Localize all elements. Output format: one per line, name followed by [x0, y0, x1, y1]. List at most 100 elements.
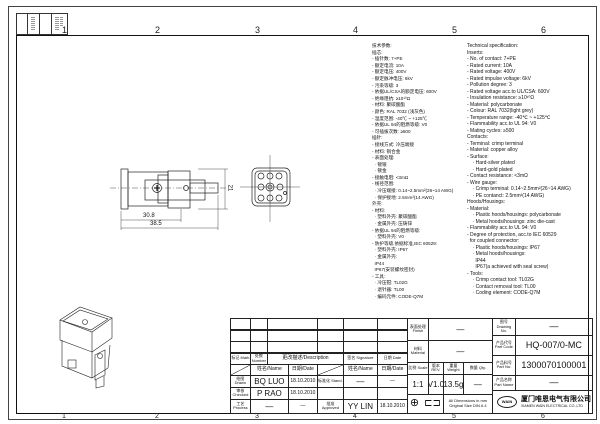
- spec-line: - Mating cycles: ≥500: [467, 127, 515, 134]
- zone-number-top: 4: [353, 25, 359, 35]
- spec-line: · Hard-gold plated: [467, 166, 513, 173]
- spec-line: - 绝缘阻抗: ≥10¹⁰Ω: [372, 95, 411, 101]
- spec-line: - Material: polycarbonate: [467, 101, 523, 108]
- zone-number-bottom: 5: [452, 413, 456, 420]
- dimension-note-line-1: All Dimensions in mm: [448, 398, 488, 404]
- qty-label: 数量 Qty.: [463, 362, 493, 375]
- spec-line: - 接线方式: 冷压端接: [372, 141, 415, 147]
- spec-line: - No. of contact: 7+PE: [467, 56, 517, 62]
- finish-value: —: [428, 318, 493, 341]
- part-no-label: 产品料号 Part No.: [492, 355, 516, 376]
- spec-line: - Pollution degree: 3: [467, 82, 512, 88]
- drawn-date: 18.10.2010: [288, 375, 318, 388]
- approved-date: 18.10.2010: [377, 399, 408, 414]
- drawn-label: 绘图 Drawn: [230, 375, 251, 388]
- checked-label: 审核 Checked: [230, 387, 251, 400]
- spec-line: IP67(a achieved with seal screw): [467, 264, 549, 270]
- mark-header: 标记 Mark: [230, 352, 251, 365]
- spec-line: - 材料: 聚碳酸酯: [372, 102, 405, 108]
- process-name: —: [250, 399, 289, 414]
- qty-value: —: [463, 374, 493, 395]
- spec-line: · 编码元件: CODE-Q7M: [372, 293, 424, 299]
- cone-projection-icon: ⊏⊐: [424, 398, 441, 410]
- spec-line: · 退针器: TL00: [372, 286, 405, 292]
- spec-line: · Hard-silver plated: [467, 160, 515, 166]
- company-name-en: XIAMEN WAIN ELECTRICAL CO.,LTD: [521, 403, 583, 408]
- spec-line: - 接触电阻: <3mΩ: [372, 174, 409, 180]
- approved-name: YY LIN: [343, 399, 378, 414]
- stand-date: —: [377, 375, 408, 388]
- blank-cell: [267, 329, 318, 342]
- blank-cell: [343, 341, 378, 354]
- spec-line: Hoods/Housings:: [467, 199, 506, 205]
- blank-cell: [343, 329, 378, 342]
- blank-cell: [230, 318, 251, 331]
- signature-header: 签名 Signature: [343, 352, 378, 365]
- spec-line: - Wire gauge:: [467, 179, 498, 186]
- first-angle-projection-icon: ⊕: [409, 397, 420, 410]
- spec-line: - Insulation resistance: ≥10¹⁰Ω: [467, 95, 535, 101]
- rev-label: 版本 REV.: [428, 362, 444, 375]
- drawing-no-label: 图号 Drawing No.: [492, 318, 516, 336]
- material-label: 材料 Material: [407, 340, 429, 363]
- blank-cell: [267, 341, 318, 354]
- projection-symbols: ⊕ ⊏⊐: [407, 394, 444, 414]
- part-name-value: —: [515, 375, 593, 391]
- blank-cell: [377, 318, 408, 331]
- spec-line: 插芯:: [372, 49, 383, 55]
- spec-line: · 镀金: [372, 168, 387, 174]
- spec-line: - 材料: 铜合金: [372, 148, 401, 154]
- spec-english: Technical specification:Inserts:- No. of…: [467, 43, 571, 297]
- drawing-no-value: —: [515, 318, 593, 336]
- spec-line: · 冷压钳: TL02G: [372, 280, 408, 286]
- side-view: [110, 168, 230, 230]
- checked-name: P RAO: [250, 387, 289, 400]
- zone-number-top: 5: [452, 25, 458, 35]
- part-code-value: HQ-007/0-MC: [515, 335, 593, 356]
- spec-line: - Terminal: crimp terminal: [467, 140, 524, 147]
- zone-number-top: 6: [541, 25, 547, 35]
- spec-line: · 塑料外壳: IP67: [372, 247, 408, 253]
- blank-cell: [317, 341, 344, 354]
- checked-date: 18.10.2010: [288, 387, 318, 400]
- number-header: 处数 Number: [250, 352, 268, 365]
- blank-cell: [250, 318, 268, 331]
- part-name-label: 产品名称 Part Name: [492, 375, 516, 391]
- zone-number-top: 2: [155, 25, 161, 35]
- process-date: —: [288, 399, 318, 414]
- spec-line: - Rated voltage acc.to UL/CSA: 600V: [467, 88, 550, 95]
- zone-number-top: 3: [255, 25, 261, 35]
- zone-number-bottom: 1: [62, 413, 66, 420]
- spec-line: - 依据UL 94的阻燃等级:: [372, 227, 421, 233]
- spec-line: · 保护接地: 2.5mm²(14 AWG): [372, 194, 434, 200]
- weight-label: 重量 Weight: [443, 362, 464, 375]
- spec-line: - 额定脉冲电压: 6kV: [372, 75, 413, 81]
- zone-number-bottom: 4: [353, 413, 357, 420]
- spec-line: - 插针数: 7+PE: [372, 56, 403, 62]
- zone-number-top: 1: [62, 25, 68, 35]
- spec-line: - 温度范围: -40℃ ~ +125℃: [372, 115, 428, 121]
- zone-number-bottom: 6: [541, 413, 545, 420]
- spec-line: - Temperature range: -40℃ ~ +125℃: [467, 114, 551, 121]
- company-logo: WAIN: [497, 395, 517, 408]
- spec-line: 外壳:: [372, 201, 383, 207]
- spec-line: - 防护等级,依据标准,IEC 60529:: [372, 240, 438, 246]
- part-code-label: 产品代号 Part Code: [492, 335, 516, 356]
- spec-line: - 颜色: RAL 7032 (浅灰色): [372, 108, 425, 114]
- spec-line: IP44: [372, 260, 385, 266]
- scale-label: 比例 Scale: [407, 362, 429, 375]
- spec-line: 技术参数:: [372, 43, 392, 48]
- blank-cell: [377, 329, 408, 342]
- blank-cell: [343, 387, 378, 400]
- spec-line: IP67(安装螺纹密封): [372, 267, 415, 273]
- spec-line: - Material:: [467, 205, 490, 212]
- isometric-view: [59, 306, 113, 389]
- company-name-cn: 厦门唯恩电气有限公司: [521, 395, 591, 403]
- blank-cell: [230, 329, 251, 342]
- blank-cell: [250, 341, 268, 354]
- date-header: 日期 Date: [377, 352, 408, 365]
- spec-line: 插针:: [372, 135, 383, 141]
